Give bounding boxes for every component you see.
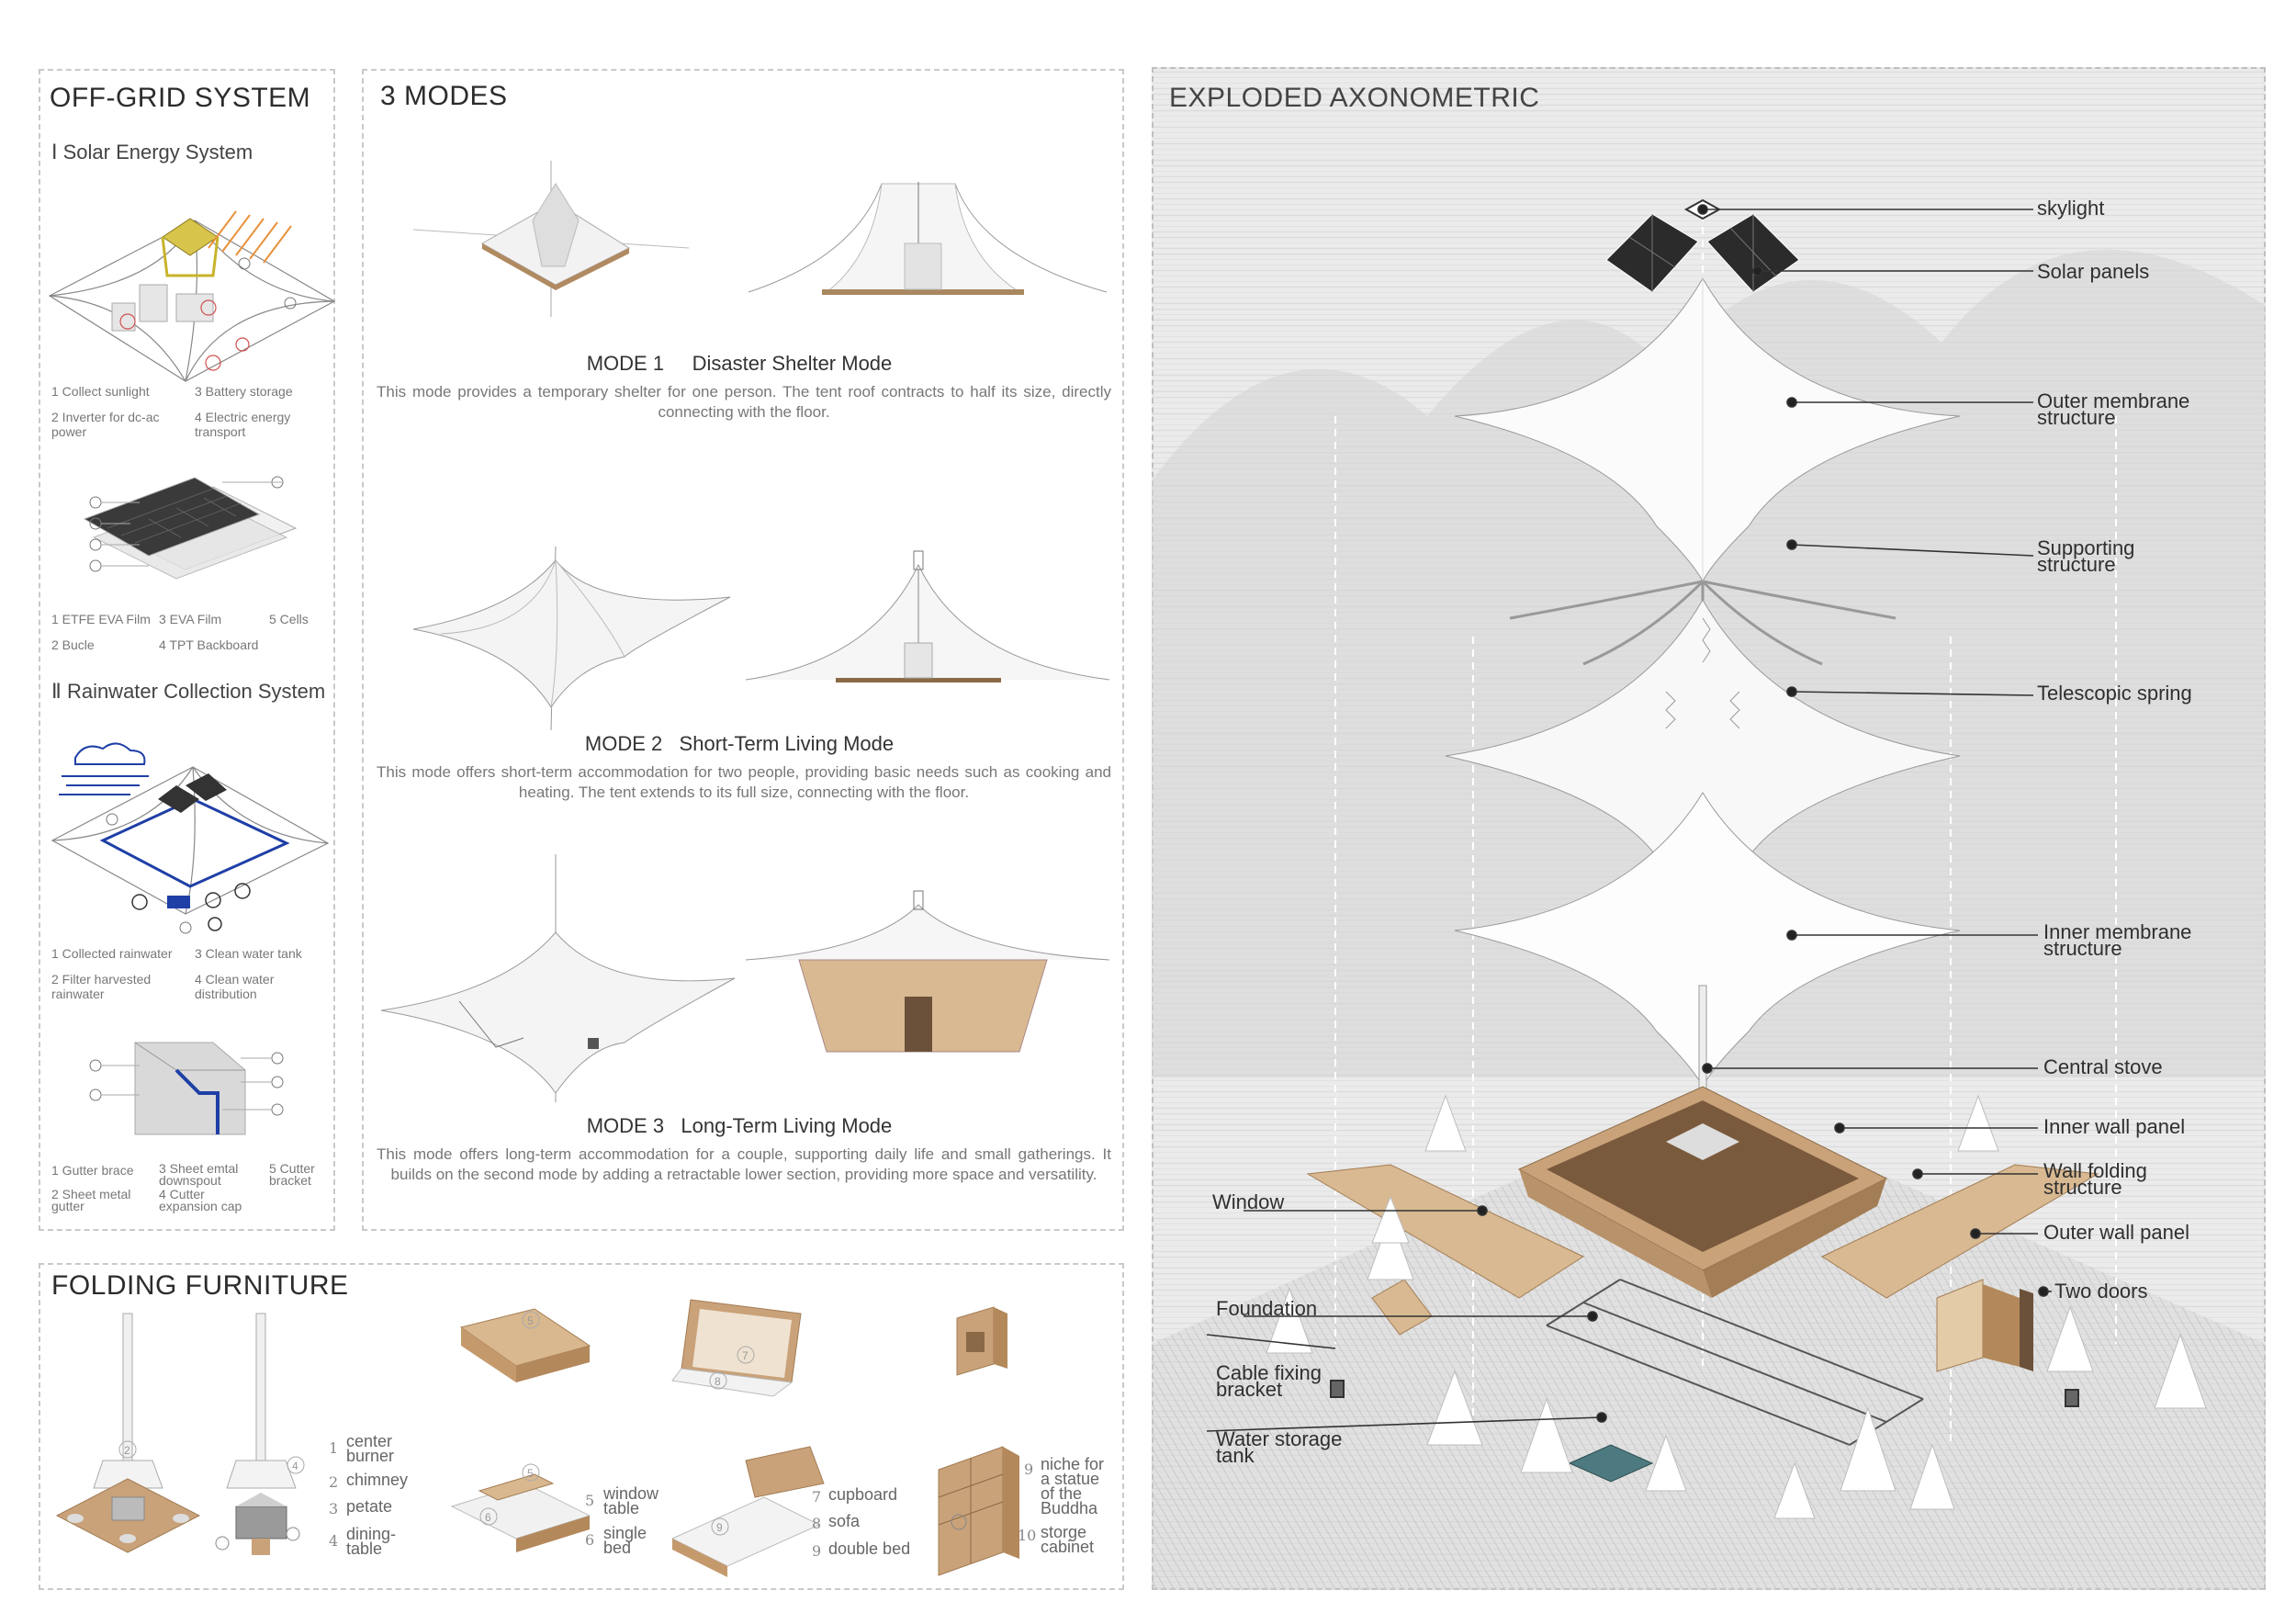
mode1-desc: This mode provides a temporary shelter f… xyxy=(377,383,1111,421)
mode3-desc: This mode offers long-term accommodation… xyxy=(377,1145,1111,1183)
layer-cap-5: 5 Cells xyxy=(269,612,309,626)
mode1-elevation-sketch xyxy=(748,182,1108,295)
svg-text:6: 6 xyxy=(485,1511,491,1524)
mode3-title: MODE 3 Long-Term Living Mode xyxy=(586,1114,893,1137)
furniture-num-10: 10 xyxy=(1018,1527,1037,1544)
axon-title: EXPLODED AXONOMETRIC xyxy=(1169,83,1540,113)
furniture-illustrations: 2 4 5 5 6 7 8 9 xyxy=(55,1299,1019,1577)
callout-two-doors: Two doors xyxy=(2054,1280,2148,1303)
furniture-label-3: petate xyxy=(346,1497,393,1516)
gutter-cap-5: 5 Cutter bracket xyxy=(269,1161,315,1188)
furniture-num-6: 6 xyxy=(585,1531,595,1549)
solar-cap-2: 2 Inverter for dc-ac power xyxy=(51,410,160,439)
solar-tent-diagram xyxy=(48,210,336,382)
furniture-num-8: 8 xyxy=(812,1515,822,1532)
layer-cap-4: 4 TPT Backboard xyxy=(159,637,259,652)
mode1-title: MODE 1 Disaster Shelter Mode xyxy=(586,352,893,375)
svg-text:5: 5 xyxy=(527,1467,534,1480)
mode2-title: MODE 2 Short-Term Living Mode xyxy=(584,732,895,755)
furniture-num-1: 1 xyxy=(329,1439,339,1457)
callout-skylight: skylight xyxy=(2037,197,2105,220)
gutter-cap-1: 1 Gutter brace xyxy=(51,1163,134,1178)
callout-central-stove: Central stove xyxy=(2043,1055,2163,1078)
svg-text:7: 7 xyxy=(742,1349,748,1362)
solar-cap-1: 1 Collect sunlight xyxy=(51,384,150,399)
furniture-label-8: sofa xyxy=(828,1512,861,1530)
gutter-cap-2: 2 Sheet metal gutter xyxy=(51,1187,131,1213)
furniture-label-10: storge cabinet xyxy=(1041,1523,1095,1556)
callout-water-tank: Water storage tank xyxy=(1216,1427,1343,1467)
svg-text:5: 5 xyxy=(527,1314,534,1327)
offgrid-panel xyxy=(39,69,335,1231)
callout-solar-panels: Solar panels xyxy=(2037,260,2150,283)
gutter-diagram xyxy=(89,1042,284,1135)
solar-cap-3: 3 Battery storage xyxy=(195,384,293,399)
furniture-num-9: 9 xyxy=(812,1542,822,1560)
furniture-label-6: single bed xyxy=(603,1524,647,1557)
axon-illustration xyxy=(1152,198,2266,1590)
furniture-label-7: cupboard xyxy=(828,1485,898,1504)
furniture-label-4: dining-table xyxy=(346,1525,397,1558)
svg-text:9: 9 xyxy=(716,1521,723,1534)
callout-telescopic-spring: Telescopic spring xyxy=(2037,682,2192,705)
callout-cable-bracket: Cable fixing bracket xyxy=(1216,1361,1322,1401)
mode2-elevation-sketch xyxy=(745,550,1110,682)
furniture-num-9b: 9 xyxy=(1024,1460,1034,1478)
axon-leader-lines xyxy=(1206,204,2052,1432)
svg-text:8: 8 xyxy=(715,1375,721,1388)
callout-foundation: Foundation xyxy=(1216,1297,1318,1320)
furniture-label-9b: niche for a statue of the Buddha xyxy=(1041,1455,1105,1517)
callout-inner-membrane: Inner membrane structure xyxy=(2043,920,2192,960)
solar-subtitle: Ⅰ Solar Energy System xyxy=(51,141,253,164)
furniture-num-5: 5 xyxy=(585,1492,595,1509)
layer-cap-3: 3 EVA Film xyxy=(159,612,222,626)
callout-window: Window xyxy=(1212,1190,1285,1213)
callout-wall-folding: Wall folding structure xyxy=(2043,1159,2147,1199)
mode2-desc: This mode offers short-term accommodatio… xyxy=(377,763,1111,801)
callout-outer-membrane: Outer membrane structure xyxy=(2037,389,2190,429)
offgrid-title: OFF-GRID SYSTEM xyxy=(50,83,311,113)
solar-panel-layers-diagram xyxy=(83,476,298,580)
furniture-num-7: 7 xyxy=(812,1488,822,1506)
furniture-label-2: chimney xyxy=(346,1471,409,1489)
callout-outer-wall-panel: Outer wall panel xyxy=(2043,1221,2189,1244)
furniture-title: FOLDING FURNITURE xyxy=(51,1270,349,1301)
svg-text:4: 4 xyxy=(292,1460,298,1472)
solar-cap-4: 4 Electric energy transport xyxy=(195,410,291,439)
rain-cap-2: 2 Filter harvested rainwater xyxy=(51,972,152,1001)
furniture-label-9: double bed xyxy=(828,1539,911,1558)
layer-cap-1: 1 ETFE EVA Film xyxy=(51,612,151,626)
mode1-plan-sketch xyxy=(412,161,690,317)
rain-cap-4: 4 Clean water distribution xyxy=(195,972,275,1001)
layer-cap-2: 2 Bucle xyxy=(51,637,95,652)
modes-title: 3 MODES xyxy=(380,81,508,111)
mode3-plan-sketch xyxy=(380,854,736,1102)
callout-inner-wall-panel: Inner wall panel xyxy=(2043,1115,2186,1138)
callout-supporting-structure: Supporting structure xyxy=(2037,536,2135,576)
rain-subtitle: Ⅱ Rainwater Collection System xyxy=(51,680,326,703)
gutter-cap-4: 4 Cutter expansion cap xyxy=(159,1187,242,1213)
furniture-panel xyxy=(39,1263,1124,1590)
rainwater-diagram xyxy=(51,742,330,934)
gutter-cap-3: 3 Sheet emtal downspout xyxy=(159,1161,239,1188)
svg-text:2: 2 xyxy=(124,1444,130,1457)
mode3-elevation-sketch xyxy=(745,890,1110,1053)
furniture-label-1: center burner xyxy=(346,1432,395,1465)
furniture-num-3: 3 xyxy=(329,1500,339,1517)
modes-panel xyxy=(362,69,1124,1231)
furniture-num-2: 2 xyxy=(329,1473,339,1491)
furniture-label-5: window table xyxy=(603,1484,659,1517)
furniture-num-4: 4 xyxy=(329,1532,339,1550)
mode2-plan-sketch xyxy=(412,546,731,731)
rain-cap-3: 3 Clean water tank xyxy=(195,946,302,961)
rain-cap-1: 1 Collected rainwater xyxy=(51,946,173,961)
